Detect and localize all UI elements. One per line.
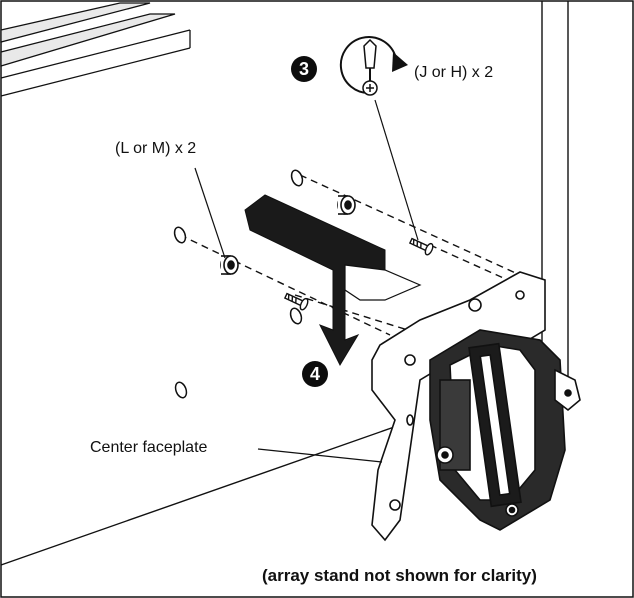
mount-bracket xyxy=(429,329,581,531)
phillips-screwdriver-rotate-icon xyxy=(339,36,408,96)
insertion-arrow xyxy=(244,194,422,367)
center-faceplate-label: Center faceplate xyxy=(90,439,208,456)
step-3-badge: 3 xyxy=(291,56,317,82)
leader-lines xyxy=(194,99,419,463)
lower-surface-edge xyxy=(0,424,401,566)
spacers xyxy=(220,195,356,275)
screws-jh-label: (J or H) x 2 xyxy=(414,64,494,81)
top-panel-bars xyxy=(0,2,191,97)
step-4-badge: 4 xyxy=(302,361,328,387)
washers xyxy=(173,169,304,399)
screws xyxy=(283,237,434,311)
panel-right-edge xyxy=(541,1,569,380)
spacers-lm-label: (L or M) x 2 xyxy=(115,140,197,157)
caption: (array stand not shown for clarity) xyxy=(262,566,537,585)
